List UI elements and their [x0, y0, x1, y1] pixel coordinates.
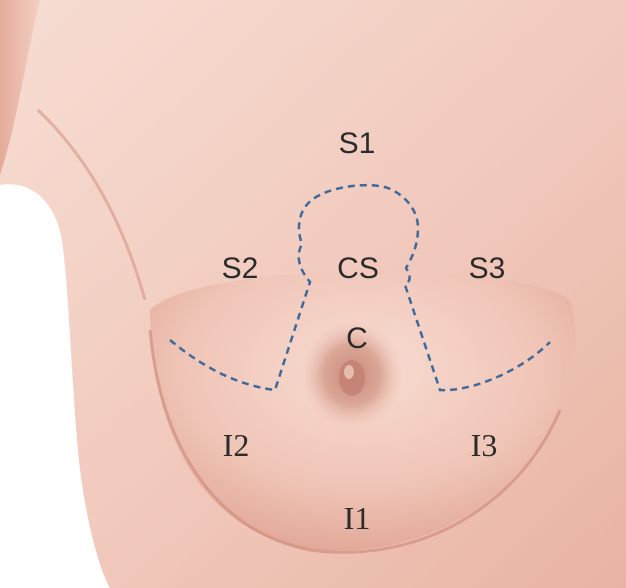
label-i1: I1 — [344, 500, 371, 536]
label-s3: S3 — [469, 252, 506, 285]
nipple — [339, 360, 365, 396]
label-i3: I3 — [471, 427, 498, 463]
label-s2: S2 — [222, 252, 259, 285]
label-cs: CS — [337, 252, 379, 285]
nipple-highlight — [344, 365, 354, 379]
label-s1: S1 — [339, 127, 376, 160]
label-i2: I2 — [223, 427, 250, 463]
label-c: C — [346, 322, 368, 355]
